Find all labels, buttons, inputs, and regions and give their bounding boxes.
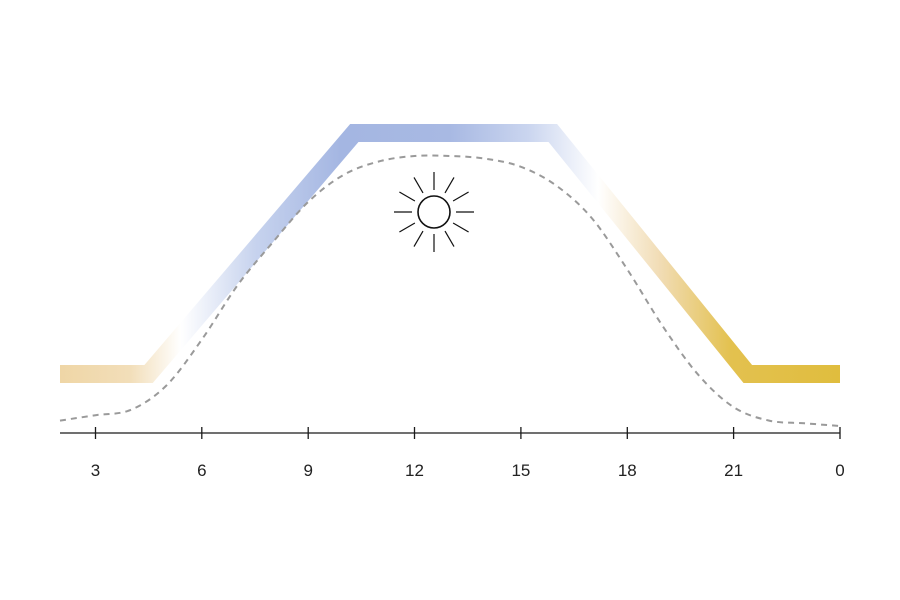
sun-ray	[452, 222, 469, 233]
tick-label: 3	[91, 461, 100, 480]
sun-ray	[413, 230, 424, 247]
sun-disc	[417, 195, 451, 229]
tick-label: 15	[511, 461, 530, 480]
tick-label: 9	[303, 461, 312, 480]
sun-ray	[399, 191, 416, 202]
daylight-curve	[59, 154, 841, 427]
color-temperature-band	[60, 124, 840, 383]
tick-label: 12	[405, 461, 424, 480]
tick-label: 21	[724, 461, 743, 480]
sun-ray	[413, 177, 424, 194]
axis-ticks: 3 6 9 12 15 18 21 0	[91, 427, 845, 480]
sun-ray	[399, 222, 416, 233]
tick-label: 18	[618, 461, 637, 480]
daylight-dashed-line	[59, 154, 841, 427]
tick-label: 0	[835, 461, 844, 480]
sun-icon	[394, 172, 474, 252]
sun-ray	[452, 191, 469, 202]
sun-ray	[444, 177, 455, 194]
band-line	[60, 124, 840, 383]
sun-ray	[444, 230, 455, 247]
tick-label: 6	[197, 461, 206, 480]
